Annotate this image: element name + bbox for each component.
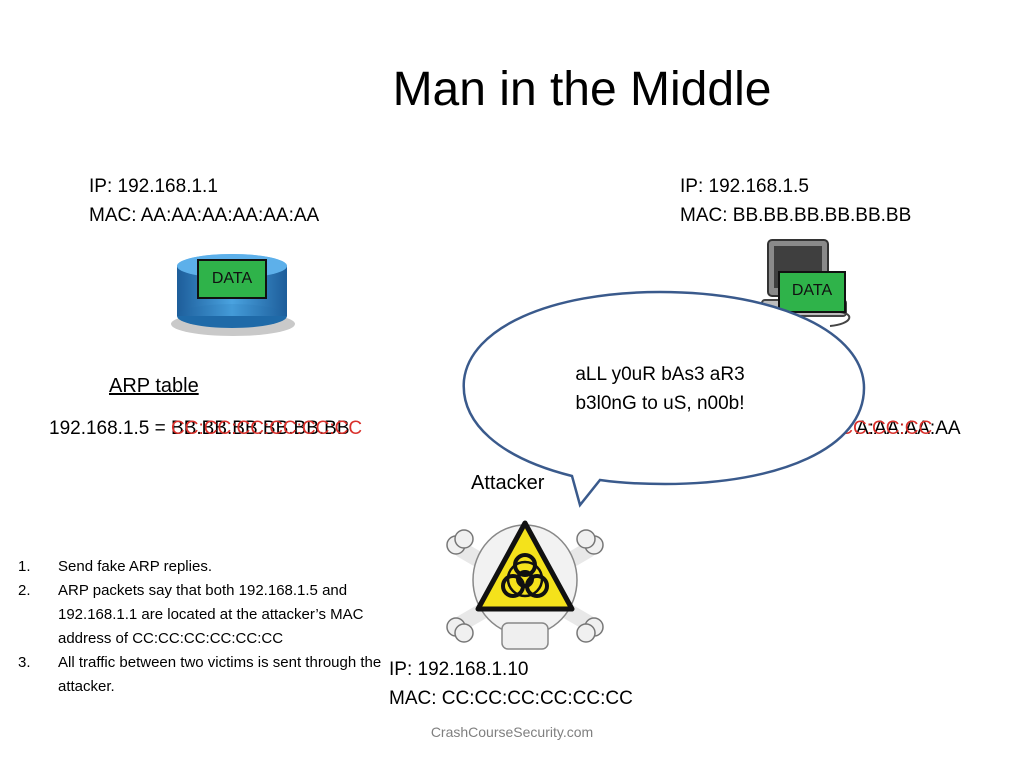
attacker-info: IP: 192.168.1.10 MAC: CC:CC:CC:CC:CC:CC — [389, 655, 633, 713]
footer-credit: CrashCourseSecurity.com — [430, 724, 594, 740]
host-a-ip: IP: 192.168.1.1 — [89, 176, 218, 197]
step-number: 1. — [18, 558, 31, 575]
host-b-data-box: DATA — [778, 271, 846, 313]
step-text: All traffic between two victims is sent … — [58, 654, 382, 695]
host-b-info: IP: 192.168.1.5 MAC: BB.BB.BB.BB.BB.BB — [680, 172, 911, 230]
speech-bubble-line2: b3l0nG to uS, n00b! — [575, 393, 745, 414]
step-number: 2. — [18, 582, 31, 599]
host-b-mac: MAC: BB.BB.BB.BB.BB.BB — [680, 205, 912, 226]
list-item: 1. Send fake ARP replies. — [18, 555, 408, 579]
biohazard-skull-icon — [446, 520, 604, 650]
host-b-arp-entry: A:AA:AA:AA :CC:CC:CC . — [800, 418, 980, 440]
list-item: 3. All traffic between two victims is se… — [18, 651, 408, 699]
list-item: 2. ARP packets say that both 192.168.1.5… — [18, 579, 408, 651]
arp-entry-mac-old: BB.BB.BB.BB.BB.BB — [171, 418, 350, 439]
steps-list: 1. Send fake ARP replies. 2. ARP packets… — [18, 555, 408, 699]
attacker-mac: MAC: CC:CC:CC:CC:CC:CC — [389, 688, 633, 709]
arp-entry-ip: 192.168.1.5 = — [49, 418, 172, 439]
step-text: Send fake ARP replies. — [58, 558, 212, 575]
host-a-data-box: DATA — [197, 259, 267, 299]
host-a-info: IP: 192.168.1.1 MAC: AA:AA:AA:AA:AA:AA — [89, 172, 319, 230]
step-text: ARP packets say that both 192.168.1.5 an… — [58, 582, 364, 647]
attacker-ip: IP: 192.168.1.10 — [389, 659, 529, 680]
speech-bubble — [462, 290, 866, 508]
arp-entry-mac-spoofed: CC:CC:CC:CC:CC:CC — [171, 418, 363, 439]
host-b-arp-visible: A:AA:AA:AA — [856, 418, 961, 439]
arp-table-heading: ARP table — [109, 375, 199, 397]
host-b-arp-spoofed: :CC:CC:CC — [834, 418, 933, 439]
slide-title: Man in the Middle — [392, 63, 772, 116]
host-a-mac: MAC: AA:AA:AA:AA:AA:AA — [89, 205, 320, 226]
step-number: 3. — [18, 654, 31, 671]
speech-bubble-text: aLL y0uR bAs3 aR3 b3l0nG to uS, n00b! — [500, 360, 820, 418]
attacker-label: Attacker — [471, 472, 545, 494]
host-b-ip: IP: 192.168.1.5 — [680, 176, 809, 197]
speech-bubble-line1: aLL y0uR bAs3 aR3 — [575, 364, 745, 385]
